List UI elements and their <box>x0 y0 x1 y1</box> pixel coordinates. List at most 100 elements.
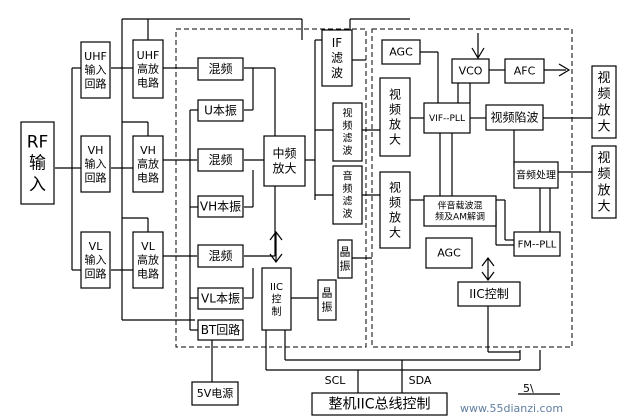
arrow-down-icon <box>471 33 485 60</box>
bidirectional-arrow-icon <box>481 257 495 281</box>
block-agc-top: AGC <box>381 39 421 65</box>
block-frame <box>379 171 411 249</box>
block-frame <box>197 57 244 81</box>
block-label: 伴音载波混频及AM解调 <box>435 199 485 222</box>
block-frame <box>197 244 244 268</box>
block-label: 视频放大 <box>389 86 401 146</box>
block-label: 混频 <box>208 249 232 263</box>
block-frame <box>332 102 363 162</box>
arrow-right-icon <box>544 63 571 77</box>
block-frame <box>451 58 490 84</box>
block-bus-ctrl: 整机IIC总线控制 <box>311 392 448 416</box>
block-label: 视频放大 <box>389 179 401 239</box>
block-frame <box>425 237 473 269</box>
block-crystal-2: 晶振 <box>317 279 337 321</box>
block-frame <box>513 231 561 257</box>
block-frame <box>332 165 363 225</box>
block-label: FM--PLL <box>518 239 557 250</box>
block-crystal-1: 晶振 <box>337 239 353 279</box>
block-frame <box>197 195 244 218</box>
block-label: 音频处理 <box>516 168 556 181</box>
block-label: U本振 <box>204 103 237 117</box>
tuner-module-outline <box>175 28 367 348</box>
block-label: 视频陷波 <box>490 109 538 124</box>
if-module-outline <box>371 28 573 348</box>
block-label: 混频 <box>208 153 232 167</box>
block-frame <box>423 195 497 227</box>
block-frame <box>591 145 617 219</box>
block-frame <box>261 267 292 331</box>
block-frame <box>197 99 244 122</box>
block-frame <box>263 135 306 187</box>
block-mixer-3: 混频 <box>197 244 244 268</box>
block-label: AFC <box>514 65 536 78</box>
arrows <box>269 33 571 281</box>
block-label: 晶振 <box>340 246 351 273</box>
block-frame <box>423 102 471 134</box>
block-frame <box>317 279 337 321</box>
block-frame <box>191 381 239 406</box>
block-label: 整机IIC总线控制 <box>328 397 430 413</box>
block-label: AGC <box>437 247 461 260</box>
block-frame <box>80 41 111 99</box>
block-agc-mid: AGC <box>425 237 473 269</box>
block-frame <box>381 39 421 65</box>
block-vh-osc: VH本振 <box>197 195 244 218</box>
block-frame <box>591 65 617 139</box>
block-frame <box>132 135 164 193</box>
block-bt-loop: BT回路 <box>197 319 244 341</box>
block-label: VH本振 <box>200 199 241 213</box>
scl-label: SCL <box>325 374 347 387</box>
block-power-5v: 5V电源 <box>191 381 239 406</box>
block-afc: AFC <box>504 58 545 84</box>
block-frame <box>20 121 55 205</box>
block-frame <box>311 392 448 416</box>
block-fm-pll: FM--PLL <box>513 231 561 257</box>
block-label: 晶振 <box>322 287 333 314</box>
partial-label: 5\ <box>523 382 534 395</box>
watermark-text: www.55dianzi.com <box>460 402 563 415</box>
block-label: 混频 <box>208 62 232 76</box>
bidirectional-arrow-icon <box>269 231 283 263</box>
block-frame <box>485 104 544 131</box>
block-mixer-2: 混频 <box>197 148 244 172</box>
block-video-trap: 视频陷波 <box>485 104 544 131</box>
block-frame <box>197 287 244 310</box>
block-label: 视频放大 <box>597 151 610 215</box>
site-watermark: www.55dianzi.com <box>458 398 638 419</box>
block-u-osc: U本振 <box>197 99 244 122</box>
block-audio-proc: 音频处理 <box>513 161 559 189</box>
block-frame <box>80 231 111 289</box>
block-label: VIF--PLL <box>429 114 465 124</box>
block-demod: 伴音载波混频及AM解调 <box>423 195 497 227</box>
block-video-out-amp-2: 视频放大 <box>591 145 617 219</box>
block-vl-osc: VL本振 <box>197 287 244 310</box>
block-frame <box>457 281 521 307</box>
block-frame <box>80 135 111 193</box>
block-mixer-1: 混频 <box>197 57 244 81</box>
block-video-amp-1: 视频放大 <box>379 77 411 157</box>
block-label: 视频放大 <box>597 71 610 135</box>
block-if-amp: 中频放大 <box>263 135 306 187</box>
signal-wires <box>55 18 592 395</box>
block-video-filter: 视频滤波 <box>332 102 363 162</box>
block-frame <box>132 231 164 289</box>
